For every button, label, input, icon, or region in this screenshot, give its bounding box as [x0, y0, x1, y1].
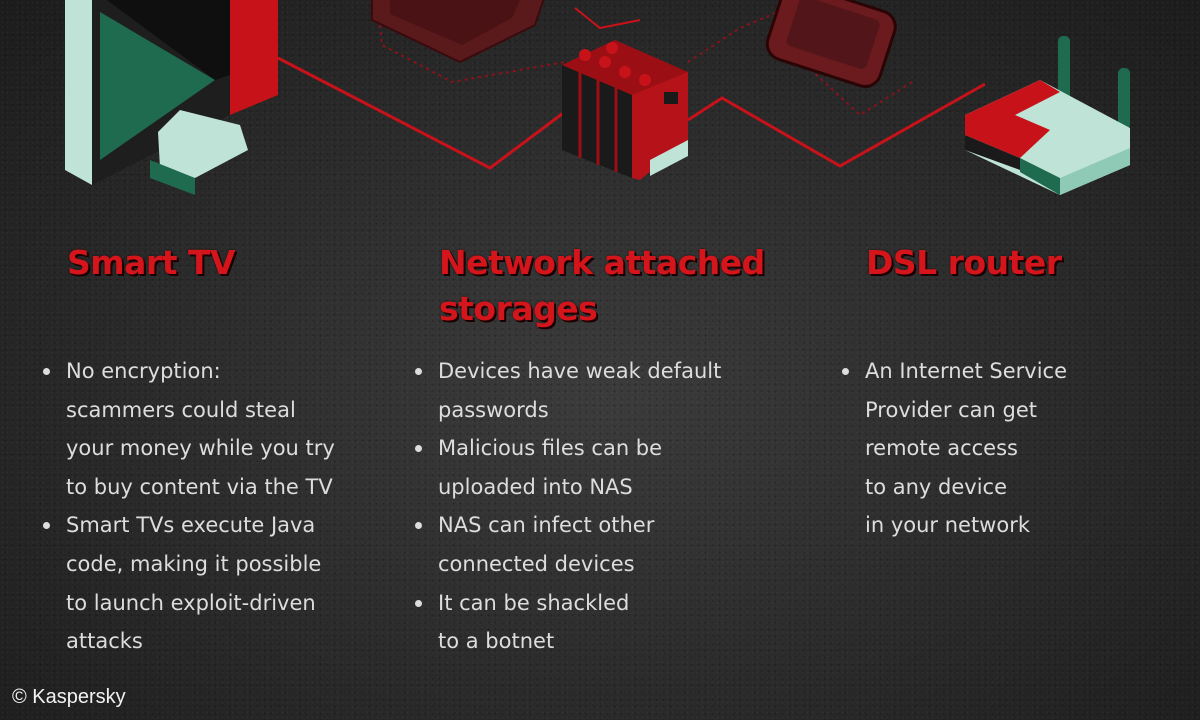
dsl-router-title: DSL router	[866, 243, 1062, 282]
smartphone-icon	[765, 0, 897, 89]
network-illustration	[65, 0, 1130, 195]
bullet-item: Smart TVs execute Java code, making it p…	[40, 506, 335, 660]
nas-bullets: Devices have weak default passwords Mali…	[412, 352, 721, 661]
bullet-text: An Internet Service Provider can get rem…	[865, 359, 1068, 538]
smart-tv-bullets: No encryption: scammers could steal your…	[40, 352, 335, 661]
smart-tv-column: Smart TV No encryption: scammers could s…	[40, 240, 400, 653]
router-icon	[965, 36, 1130, 195]
bullet-text: It can be shackled to a botnet	[438, 590, 630, 654]
bullet-text: No encryption: scammers could steal your…	[66, 359, 335, 499]
bullet-text: Devices have weak default passwords	[438, 359, 722, 422]
bullet-text: Smart TVs execute Java code, making it p…	[66, 513, 322, 654]
network-lines	[277, 7, 986, 170]
tablet-icon	[371, 0, 545, 64]
bullet-item: Malicious files can be uploaded into NAS	[412, 429, 721, 506]
nas-title: Network attached storages	[439, 243, 765, 328]
bullet-item: NAS can infect other connected devices	[412, 506, 721, 583]
smart-tv-title: Smart TV	[67, 243, 236, 282]
copyright-notice: © Kaspersky	[12, 686, 126, 708]
nas-icon	[562, 40, 688, 180]
bullet-item: An Internet Service Provider can get rem…	[839, 352, 1067, 545]
dsl-router-column: DSL router An Internet Service Provider …	[839, 240, 1169, 537]
nas-column: Network attached storages Devices have w…	[412, 240, 792, 653]
bullet-item: It can be shackled to a botnet	[412, 584, 721, 661]
bullet-text: NAS can infect other connected devices	[438, 513, 655, 576]
bullet-item: Devices have weak default passwords	[412, 352, 721, 429]
bullet-item: No encryption: scammers could steal your…	[40, 352, 335, 506]
dsl-router-bullets: An Internet Service Provider can get rem…	[839, 352, 1067, 545]
bullet-text: Malicious files can be uploaded into NAS	[438, 436, 663, 499]
smart-tv-icon	[65, 0, 278, 195]
